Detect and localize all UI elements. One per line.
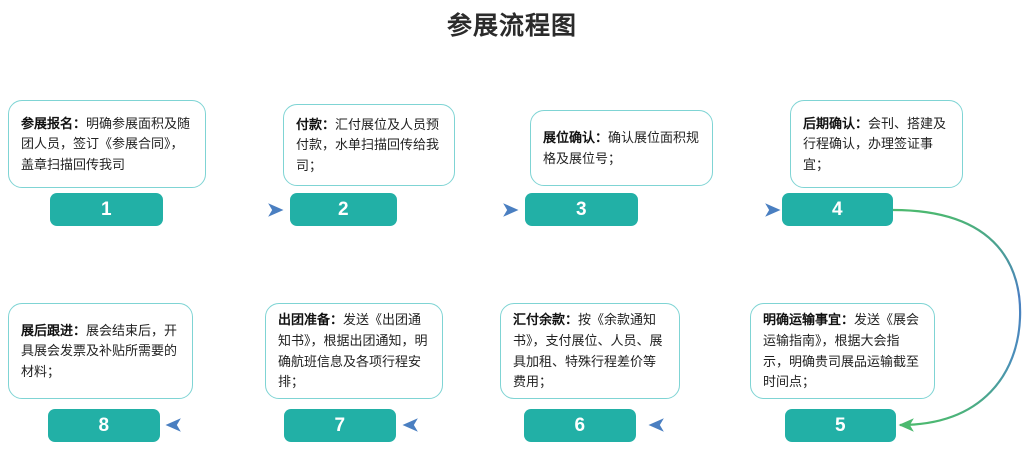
step-badge-8[interactable]: 8 xyxy=(48,409,160,442)
step-card-7[interactable]: 出团准备：发送《出团通知书》，根据出团通知，明确航班信息及各项行程安排； xyxy=(265,303,443,399)
step-badge-5[interactable]: 5 xyxy=(785,409,896,442)
step-text-4: 后期确认：会刊、搭建及行程确认，办理签证事宜； xyxy=(803,114,950,176)
step-text-2: 付款：汇付展位及人员预付款，水单扫描回传给我司； xyxy=(296,115,442,177)
step-lead-6: 汇付余款： xyxy=(513,312,579,328)
step-text-3: 展位确认：确认展位面积规格及展位号； xyxy=(543,128,700,169)
step-card-3[interactable]: 展位确认：确认展位面积规格及展位号； xyxy=(530,110,713,186)
step-badge-3[interactable]: 3 xyxy=(525,193,638,226)
step-card-8[interactable]: 展后跟进：展会结束后，开具展会发票及补贴所需要的材料； xyxy=(8,303,193,399)
step-badge-6[interactable]: 6 xyxy=(524,409,636,442)
step-body-5: 发送《展会运输指南》，根据大会指示，明确贵司展品运输截至时间点； xyxy=(763,312,920,390)
step-card-4[interactable]: 后期确认：会刊、搭建及行程确认，办理签证事宜； xyxy=(790,100,963,188)
step-body-4: 会刊、搭建及行程确认，办理签证事宜； xyxy=(803,115,947,172)
step-card-6[interactable]: 汇付余款：按《余款通知书》，支付展位、人员、展具加租、特殊行程差价等费用； xyxy=(500,303,680,399)
step-card-2[interactable]: 付款：汇付展位及人员预付款，水单扫描回传给我司； xyxy=(283,104,455,186)
step-lead-1: 参展报名： xyxy=(21,115,87,131)
step-badge-7[interactable]: 7 xyxy=(284,409,396,442)
step-body-6: 按《余款通知书》，支付展位、人员、展具加租、特殊行程差价等费用； xyxy=(513,312,663,390)
step-card-5[interactable]: 明确运输事宜：发送《展会运输指南》，根据大会指示，明确贵司展品运输截至时间点； xyxy=(750,303,935,399)
step-lead-4: 后期确认： xyxy=(803,115,869,131)
step-text-5: 明确运输事宜：发送《展会运输指南》，根据大会指示，明确贵司展品运输截至时间点； xyxy=(763,310,922,392)
step-card-1[interactable]: 参展报名：明确参展面积及随团人员，签订《参展合同》，盖章扫描回传我司 xyxy=(8,100,206,188)
step-text-8: 展后跟进：展会结束后，开具展会发票及补贴所需要的材料； xyxy=(21,321,180,383)
step-badge-4[interactable]: 4 xyxy=(782,193,893,226)
step-text-1: 参展报名：明确参展面积及随团人员，签订《参展合同》，盖章扫描回传我司 xyxy=(21,114,193,176)
step-body-1: 明确参展面积及随团人员，签订《参展合同》，盖章扫描回传我司 xyxy=(21,115,191,172)
step-body-2: 汇付展位及人员预付款，水单扫描回传给我司； xyxy=(296,116,440,173)
step-body-3: 确认展位面积规格及展位号； xyxy=(543,129,700,166)
step-lead-2: 付款： xyxy=(296,116,336,132)
step-badge-2[interactable]: 2 xyxy=(290,193,397,226)
page-title: 参展流程图 xyxy=(446,12,577,40)
step-lead-7: 出团准备： xyxy=(278,312,344,328)
step-lead-5: 明确运输事宜： xyxy=(763,312,855,328)
step-text-7: 出团准备：发送《出团通知书》，根据出团通知，明确航班信息及各项行程安排； xyxy=(278,310,430,392)
step-badge-1[interactable]: 1 xyxy=(50,193,163,226)
step-text-6: 汇付余款：按《余款通知书》，支付展位、人员、展具加租、特殊行程差价等费用； xyxy=(513,310,667,392)
step-body-8: 展会结束后，开具展会发票及补贴所需要的材料； xyxy=(21,322,178,379)
step-body-7: 发送《出团通知书》，根据出团通知，明确航班信息及各项行程安排； xyxy=(278,312,428,390)
step-lead-3: 展位确认： xyxy=(543,129,609,145)
step-lead-8: 展后跟进： xyxy=(21,322,87,338)
